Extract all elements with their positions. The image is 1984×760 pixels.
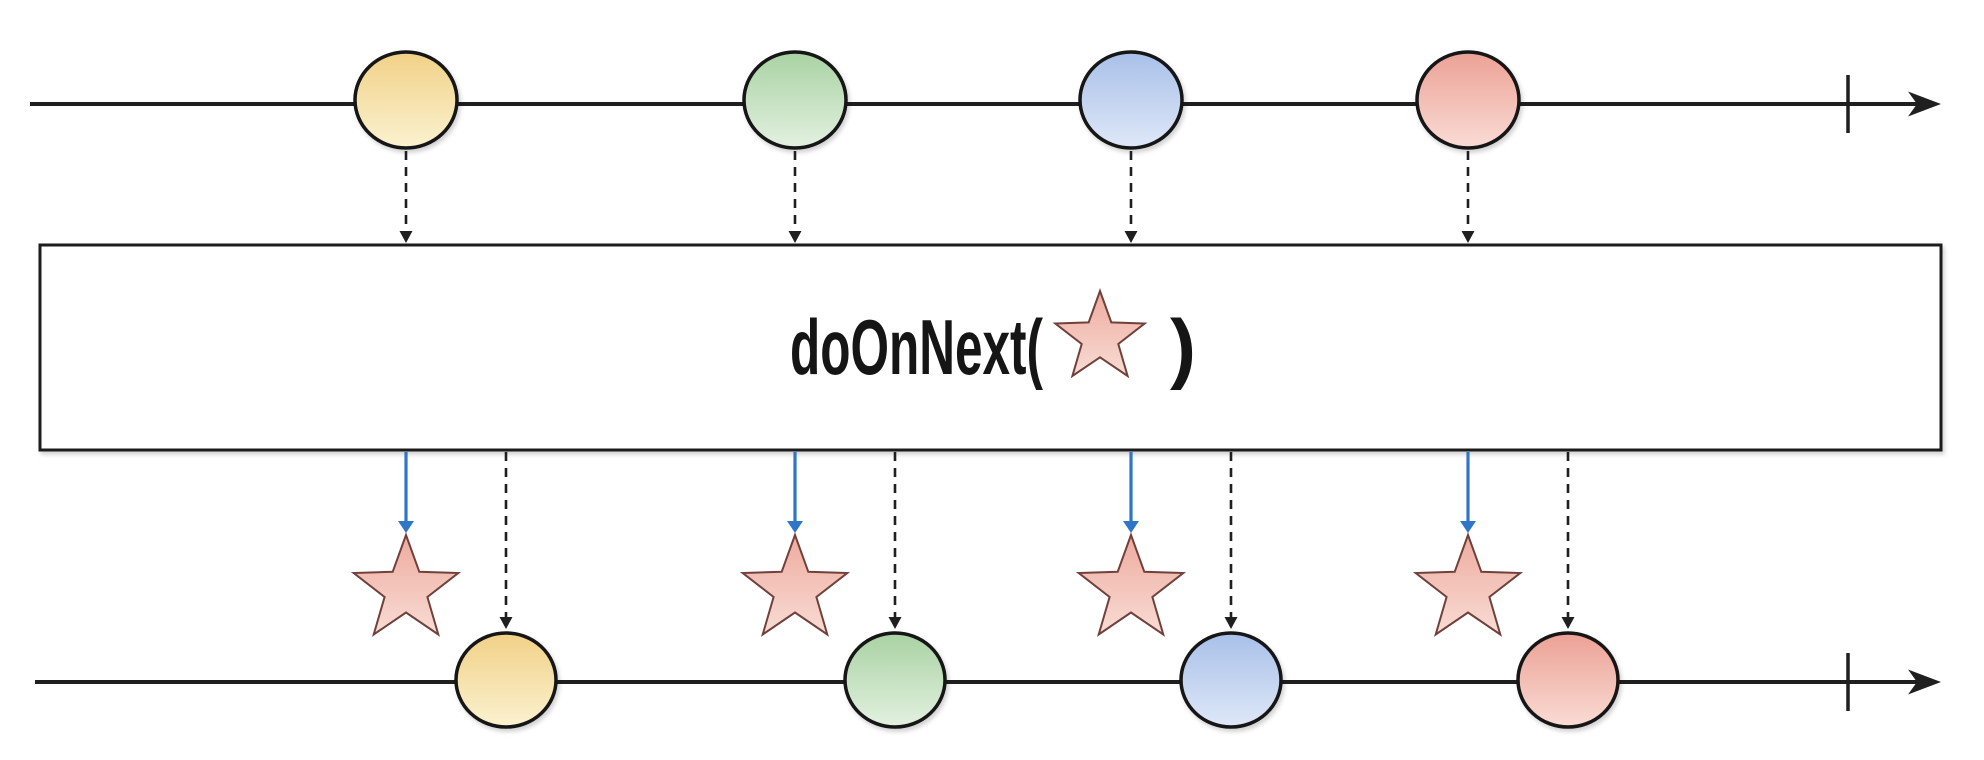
result-timeline-arrowhead-icon xyxy=(1908,669,1941,695)
source-marble-green xyxy=(742,50,848,150)
side-effect-arrow-head-icon-red xyxy=(1460,521,1476,533)
operator-star-icon xyxy=(1052,288,1148,379)
source-marble-yellow xyxy=(353,50,459,150)
side-effect-arrow-head-icon-green xyxy=(787,521,803,533)
result-marble-yellow xyxy=(454,631,558,729)
source-timeline-arrowhead-icon xyxy=(1908,91,1941,117)
result-timeline xyxy=(35,653,1941,711)
event-group-red xyxy=(1412,50,1620,729)
side-effect-star-icon-blue xyxy=(1075,532,1187,637)
source-marble-blue xyxy=(1078,50,1184,150)
side-effect-star-icon-red xyxy=(1412,532,1524,637)
to-operator-arrow-red-head-icon xyxy=(1461,231,1475,243)
result-marble-red xyxy=(1516,631,1620,729)
to-operator-arrow-yellow-head-icon xyxy=(399,231,413,243)
source-timeline xyxy=(30,75,1941,133)
to-result-arrow-yellow-head-icon xyxy=(499,617,513,629)
operator-close-paren-text: ) xyxy=(1170,303,1196,391)
result-marble-blue xyxy=(1179,631,1283,729)
operator-name-text: doOnNext( xyxy=(790,303,1043,391)
result-marble-green xyxy=(843,631,947,729)
side-effect-arrow-head-icon-yellow xyxy=(398,521,414,533)
source-marble-red xyxy=(1415,50,1521,150)
side-effect-arrow-head-icon-blue xyxy=(1123,521,1139,533)
to-operator-arrow-blue-head-icon xyxy=(1124,231,1138,243)
to-result-arrow-green-head-icon xyxy=(888,617,902,629)
to-operator-arrow-green-head-icon xyxy=(788,231,802,243)
to-result-arrow-red-head-icon xyxy=(1561,617,1575,629)
operator-box xyxy=(38,243,1943,452)
event-group-blue xyxy=(1075,50,1283,729)
to-result-arrow-blue-head-icon xyxy=(1224,617,1238,629)
operator-label: doOnNext( ) xyxy=(790,288,1196,391)
side-effect-star-icon-green xyxy=(739,532,851,637)
side-effect-star-icon-yellow xyxy=(350,532,462,637)
event-group-yellow xyxy=(350,50,558,729)
event-group-green xyxy=(739,50,947,729)
